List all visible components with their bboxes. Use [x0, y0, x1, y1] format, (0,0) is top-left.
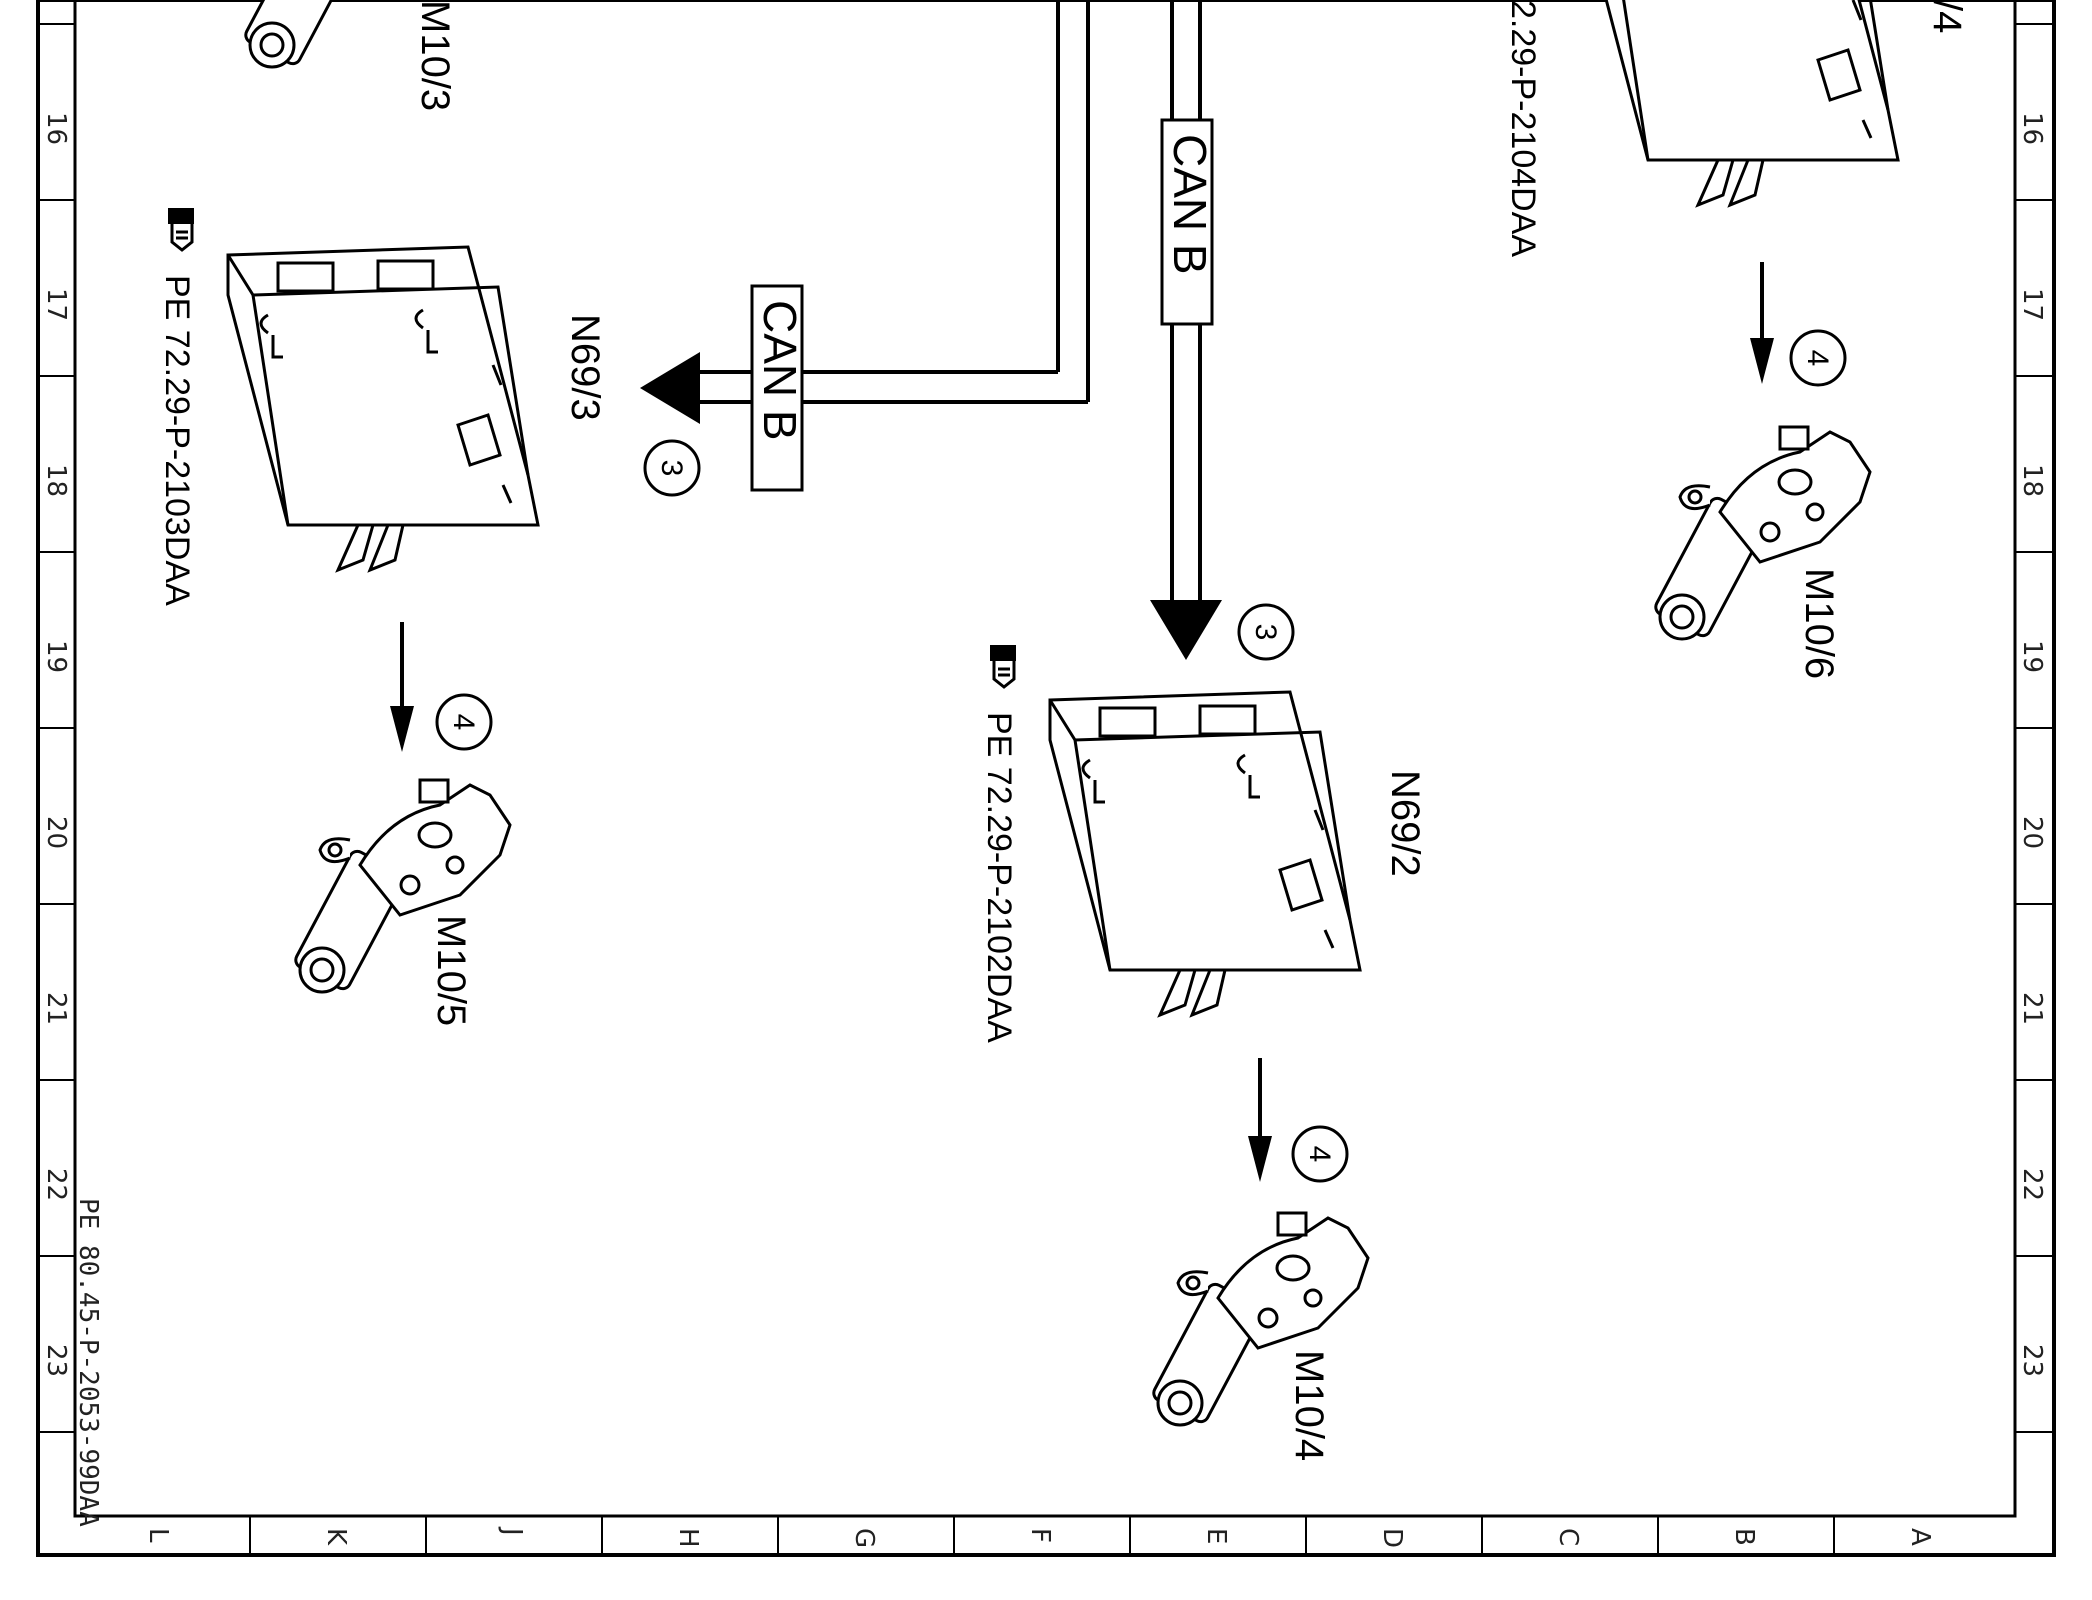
sheet-border	[36, 0, 2056, 1557]
row-numbers-left: 16 17 18 19 20 21 22 23	[41, 112, 71, 1377]
step-marker-3-left: 3	[643, 439, 701, 497]
row-number: 19	[41, 640, 71, 673]
svg-text:4: 4	[1801, 350, 1834, 367]
column-grid	[249, 1516, 1835, 1555]
column-letters: L K J H G F E D C B A	[143, 1526, 1935, 1548]
row-number: 19	[2017, 640, 2047, 673]
svg-text:3: 3	[655, 460, 688, 477]
row-number: 22	[41, 1168, 71, 1201]
step-marker-4-left: 4	[435, 693, 493, 751]
row-number: 23	[41, 1344, 71, 1377]
label-m10-6: M10/6	[1797, 568, 1841, 679]
ref-n69-3: PE 72.29-P-2103DAA	[158, 275, 196, 606]
row-number: 21	[2017, 992, 2047, 1025]
label-n69-4-partial: /4	[1925, 0, 1969, 33]
row-number: 23	[2017, 1344, 2047, 1377]
ref-n69-4: 2.29-P-2104DAA	[1504, 0, 1542, 257]
window-motor-icon	[1149, 1211, 1370, 1427]
svg-text:CAN B: CAN B	[754, 300, 806, 441]
column-letter: F	[1025, 1528, 1055, 1543]
label-n69-3: N69/3	[563, 314, 607, 421]
svg-text:CAN B: CAN B	[1164, 134, 1216, 275]
drawing-number: PE 80.45-P-2053-99DAA	[73, 1198, 103, 1527]
row-number: 18	[41, 464, 71, 497]
label-m10-3: M10/3	[413, 0, 457, 111]
row-grid	[38, 23, 2054, 1433]
row-number: 17	[41, 288, 71, 321]
step-marker-3-center: 3	[1237, 603, 1295, 661]
row-number: 21	[41, 992, 71, 1025]
column-letter: D	[1377, 1528, 1407, 1548]
step-marker-4-center: 4	[1291, 1125, 1349, 1183]
can-bus-center-arrowhead	[1150, 600, 1222, 660]
column-letter: L	[143, 1528, 173, 1543]
can-b-label-center: CAN B	[1160, 118, 1216, 326]
row-number: 16	[41, 112, 71, 145]
column-letter: B	[1729, 1528, 1759, 1546]
svg-text:4: 4	[447, 714, 480, 731]
control-module-icon	[1586, 0, 1900, 207]
arrow-to-m10-5	[390, 622, 414, 752]
pointing-hand-icon	[166, 206, 196, 252]
step-marker-4-right: 4	[1789, 329, 1847, 387]
svg-text:4: 4	[1303, 1146, 1336, 1163]
column-letter: C	[1553, 1528, 1583, 1546]
can-b-label-left: CAN B	[750, 284, 806, 492]
label-m10-4: M10/4	[1287, 1350, 1331, 1461]
column-letter: J	[497, 1526, 527, 1536]
row-number: 17	[2017, 288, 2047, 321]
pointing-hand-icon	[988, 643, 1018, 689]
column-letter: K	[321, 1528, 351, 1546]
column-letter: G	[849, 1528, 879, 1548]
arrow-to-m10-4	[1248, 1058, 1272, 1182]
row-number: 20	[2017, 816, 2047, 849]
label-m10-5: M10/5	[429, 915, 473, 1026]
svg-text:3: 3	[1249, 624, 1282, 641]
column-letter: H	[673, 1528, 703, 1548]
control-module-icon	[226, 245, 540, 572]
row-number: 18	[2017, 464, 2047, 497]
arrow-to-m10-6	[1750, 262, 1774, 384]
row-number: 16	[2017, 112, 2047, 145]
drawing-area-border	[73, 0, 2017, 1518]
row-number: 20	[41, 816, 71, 849]
window-motor-icon	[291, 778, 512, 994]
row-numbers-right: 16 17 18 19 20 21 22 23	[2017, 112, 2047, 1377]
label-n69-2: N69/2	[1383, 770, 1427, 877]
ref-n69-2: PE 72.29-P-2102DAA	[980, 712, 1018, 1043]
can-bus-left-arrowhead	[640, 352, 700, 424]
column-letter: A	[1905, 1528, 1935, 1546]
column-letter: E	[1201, 1528, 1231, 1544]
control-module-icon	[1048, 690, 1362, 1017]
row-number: 22	[2017, 1168, 2047, 1201]
